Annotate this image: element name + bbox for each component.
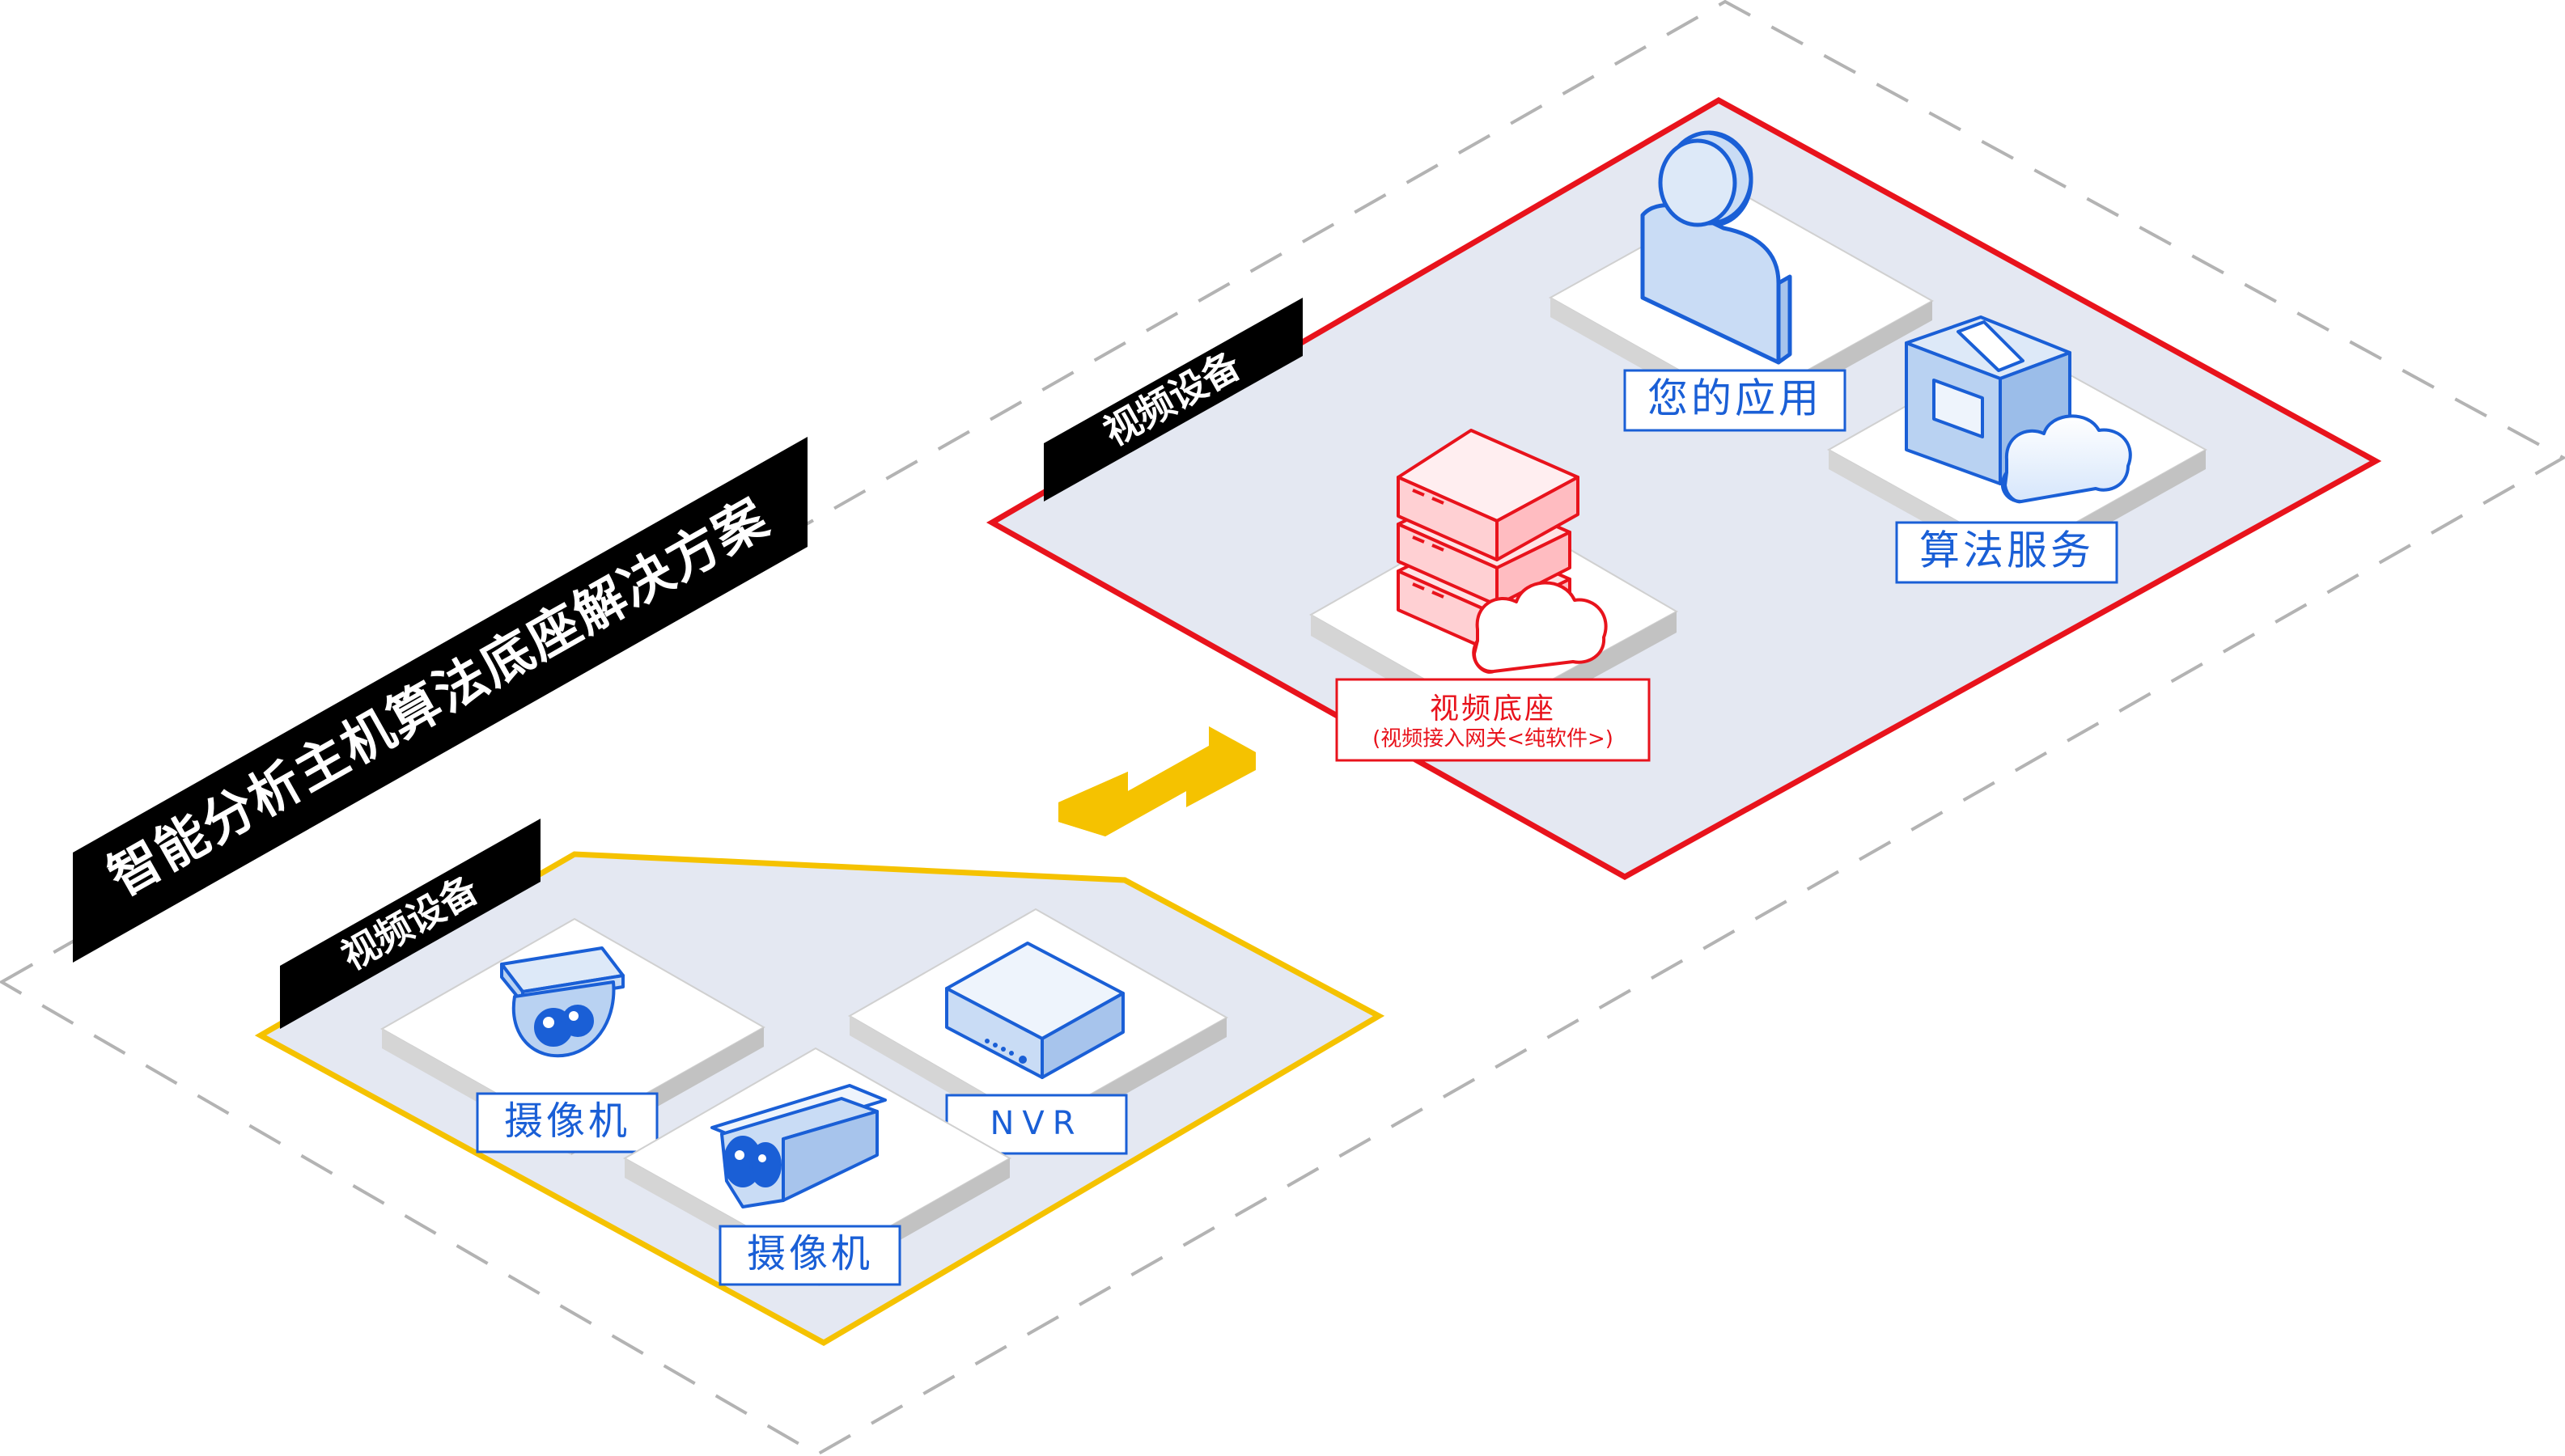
algorithm-cloud-icon xyxy=(1905,315,2132,504)
base-label-box xyxy=(1335,678,1651,762)
server-cloud-icon xyxy=(1397,429,1608,674)
bullet-label: 摄像机 xyxy=(747,1231,873,1276)
algo-label-box xyxy=(1895,521,2118,584)
user-icon xyxy=(1640,130,1792,365)
app-label-box xyxy=(1623,369,1846,432)
right-zone: 视频设备 您的应用 xyxy=(986,96,2382,881)
double-arrow-icon xyxy=(1058,726,1256,836)
main-title: 智能分析主机算法底座解决方案 xyxy=(99,488,779,908)
nvr-label: NVR xyxy=(990,1105,1083,1142)
base-label: 视频底座 xyxy=(1430,692,1556,726)
dome-camera-icon xyxy=(500,946,625,1058)
bullet-label-box xyxy=(719,1225,901,1286)
bullet-camera-icon xyxy=(710,1084,887,1208)
nvr-icon xyxy=(945,942,1125,1079)
left-zone: 视频设备 摄像机 xyxy=(254,819,1385,1347)
base-sublabel: (视频接入网关<纯软件>) xyxy=(1372,727,1613,751)
dome-label-box xyxy=(476,1092,659,1153)
dome-label: 摄像机 xyxy=(504,1098,630,1144)
algo-label: 算法服务 xyxy=(1919,527,2094,574)
app-label: 您的应用 xyxy=(1647,375,1822,422)
